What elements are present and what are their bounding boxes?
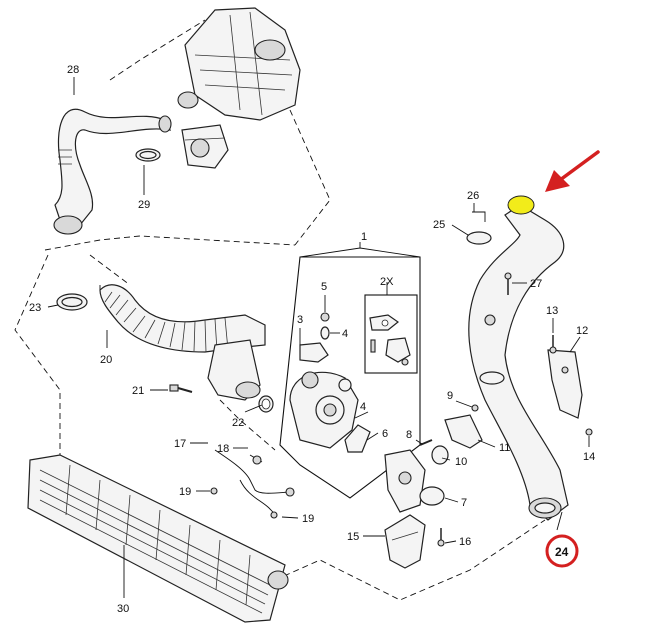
callout-18: 18 [217,443,229,455]
nut-5 [320,312,330,322]
air-filter-housing [177,7,301,121]
routing-dashed-lines [14,19,546,601]
corrugated-hose-20 [99,284,266,401]
inset-2x-box [364,294,418,374]
bolt-21 [169,384,193,393]
turbo-assembly-box [279,242,421,499]
bolt-16 [437,528,445,547]
gasket-4a [320,326,330,340]
yellow-highlight-marker-icon [507,195,535,215]
callout-2x: 2X [380,276,394,288]
callout-11: 11 [499,442,510,454]
clip-26 [472,211,486,222]
callout-15: 15 [347,531,359,543]
callout-19b: 19 [302,513,314,525]
throttle-body [181,124,229,169]
callout-21: 21 [132,385,144,397]
oil-pipe-18 [214,449,295,519]
callout-4b: 4 [360,401,366,413]
callout-25: 25 [433,219,445,231]
leader-lines [47,77,590,598]
red-pointer-arrow-icon [545,150,600,192]
bolt-14 [585,428,593,436]
gasket-6 [344,424,371,453]
bolt-8 [419,439,433,446]
callout-12: 12 [576,325,588,337]
callout-30: 30 [117,603,129,615]
hose-28 [53,108,172,235]
callout-14: 14 [583,451,595,463]
callout-29: 29 [138,199,150,211]
callout-28: 28 [67,64,79,76]
bolt-13 [549,335,557,354]
callout-10: 10 [455,456,467,468]
callout-4a: 4 [342,328,348,340]
egr-valve-7 [384,449,445,513]
callout-26: 26 [467,190,479,202]
gasket-22 [258,395,274,413]
callout-labels: 28 29 23 20 21 22 17 18 19 19 30 1 2X 3 … [29,64,595,615]
callout-16: 16 [459,536,471,548]
bolt-27 [504,272,512,295]
gasket-10 [431,445,449,465]
callout-19a: 19 [179,486,191,498]
callout-27: 27 [530,278,542,290]
bracket-11 [444,414,483,449]
callout-23: 23 [29,302,41,314]
clamp-25 [466,231,492,245]
callout-1: 1 [361,231,367,243]
clamp-23 [56,293,88,311]
bracket-12 [547,349,583,419]
callout-24: 24 [555,545,569,559]
bolt-9 [471,404,479,412]
callout-6: 6 [382,428,388,440]
callout-20: 20 [100,354,112,366]
callout-22: 22 [232,417,244,429]
callout-17: 17 [174,438,186,450]
clamp-29 [135,148,161,162]
callout-5: 5 [321,281,327,293]
gasket-3 [299,342,329,363]
bolt-19a [210,487,218,495]
callout-13: 13 [546,305,558,317]
callout-7: 7 [461,497,467,509]
callout-3: 3 [297,314,303,326]
turbocharger-3 [289,371,359,449]
callout-9: 9 [447,390,453,402]
charge-air-hose-24 [468,195,569,521]
intercooler-30 [27,454,289,623]
heat-shield-15 [384,514,426,569]
red-callout-ring-icon [545,534,579,568]
callout-8: 8 [406,429,412,441]
